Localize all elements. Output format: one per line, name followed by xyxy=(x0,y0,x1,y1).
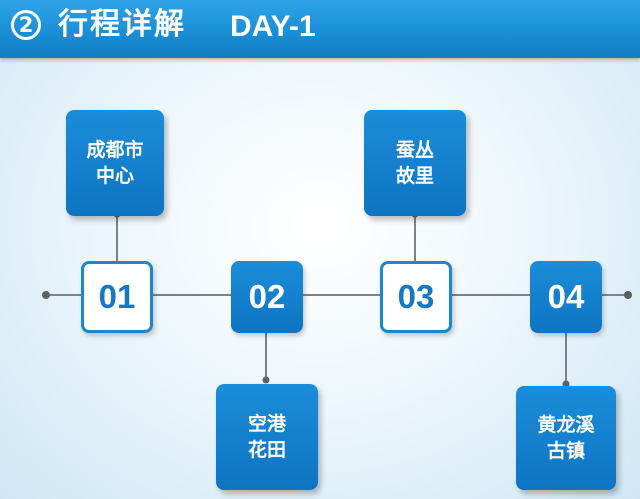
section-number-badge: 2 xyxy=(11,10,41,40)
stop-label-line1: 黄龙溪 xyxy=(537,414,595,436)
day-label: DAY-1 xyxy=(230,10,316,43)
timeline-node-02: 02 xyxy=(231,261,303,333)
stop-label-line1: 蚕丛 xyxy=(395,139,434,161)
stop-label-line2: 古镇 xyxy=(546,440,585,462)
stop-label-line2: 花田 xyxy=(247,439,286,461)
stop-label-line1: 成都市 xyxy=(86,139,144,161)
timeline-end-dot xyxy=(624,291,632,299)
page-title: 行程详解 xyxy=(58,7,186,42)
timeline-start-dot xyxy=(42,291,50,299)
stop-label-line2: 故里 xyxy=(395,165,434,187)
stop-box-huanglongxi: 黄龙溪 古镇 xyxy=(516,386,616,490)
connector-dot-04 xyxy=(562,380,570,388)
stop-box-chengdu: 成都市 中心 xyxy=(66,110,164,216)
connector-dot-02 xyxy=(262,376,270,384)
stop-box-konggang: 空港 花田 xyxy=(216,384,318,490)
timeline-node-04: 04 xyxy=(530,261,602,333)
stop-label-line2: 中心 xyxy=(95,165,134,187)
timeline-node-01: 01 xyxy=(81,261,153,333)
header-bar: 2 行程详解 DAY-1 xyxy=(0,0,640,58)
timeline-node-03: 03 xyxy=(380,261,452,333)
stop-label-line1: 空港 xyxy=(247,413,286,435)
stop-box-cancong: 蚕丛 故里 xyxy=(364,110,466,216)
